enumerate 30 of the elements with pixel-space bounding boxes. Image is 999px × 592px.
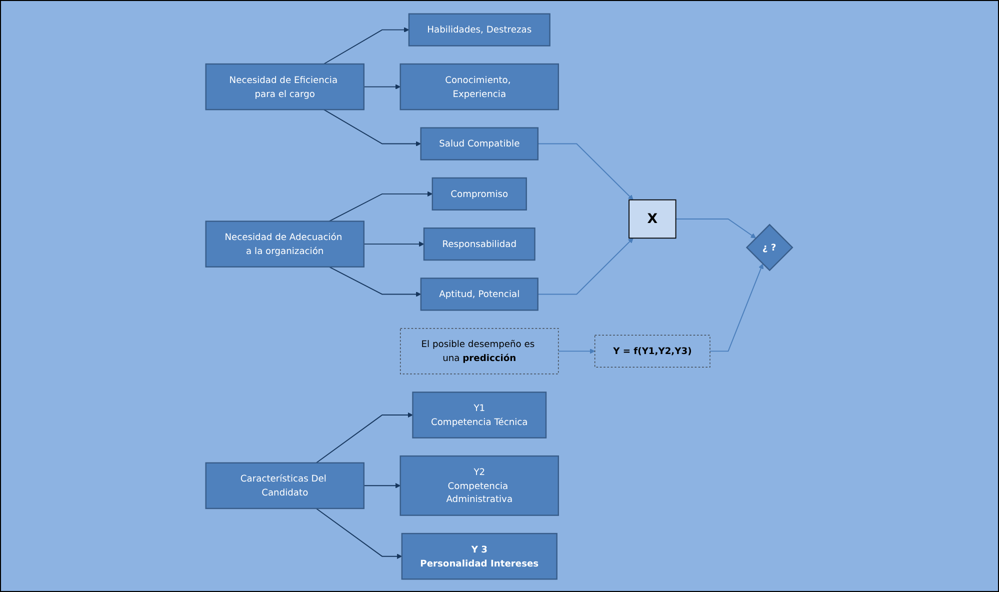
node-box: Aptitud, Potencial <box>420 277 539 310</box>
arrow <box>710 263 764 352</box>
arrow <box>676 218 756 238</box>
node-box: X <box>628 198 677 238</box>
node-box: Y1 Competencia Técnica <box>412 391 547 438</box>
arrow <box>364 482 401 488</box>
arrow <box>538 142 634 200</box>
node-box: Responsabilidad <box>424 227 536 260</box>
node-box: Y2 Competencia Administrativa <box>400 454 560 516</box>
arrow <box>538 237 634 294</box>
arrow <box>328 266 422 296</box>
node-box: Y = f(Y1,Y2,Y3) <box>594 334 711 367</box>
arrow <box>324 26 410 64</box>
node-box: Conocimiento, Experiencia <box>400 62 560 110</box>
node-box: Compromiso <box>432 176 528 210</box>
node-box: Habilidades, Destrezas <box>408 12 551 46</box>
arrow <box>364 84 401 89</box>
node-box: El posible desempeño es una predicción <box>400 328 560 374</box>
arrow <box>364 240 425 246</box>
node-diamond: ¿ ? <box>746 223 794 271</box>
arrow <box>328 190 433 222</box>
arrow <box>316 412 414 463</box>
arrow <box>324 108 422 146</box>
arrow <box>558 348 596 354</box>
node-box: Salud Compatible <box>420 126 539 160</box>
node-box: Necesidad de Adecuación a la organización <box>206 220 365 267</box>
node-box: Y 3 Personalidad Intereses <box>402 532 558 580</box>
arrow <box>316 507 403 558</box>
node-box: Características Del Candidato <box>206 462 365 509</box>
node-box: Necesidad de Eficiencia para el cargo <box>206 62 365 110</box>
